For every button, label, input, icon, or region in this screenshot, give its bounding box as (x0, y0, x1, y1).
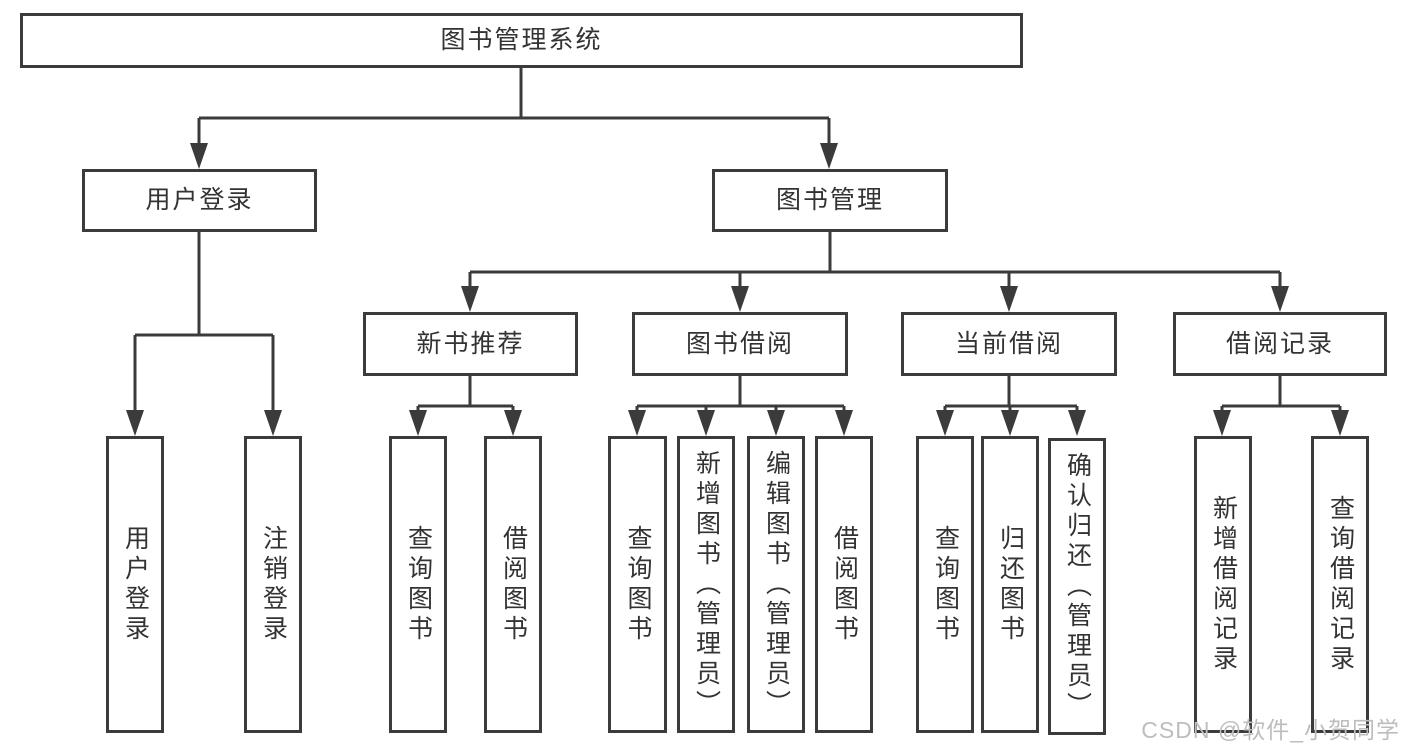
leaf-query-books-recommend-label: 查询图书 (404, 524, 433, 645)
node-book-management-label: 图书管理 (775, 186, 884, 214)
arrowheads (126, 143, 1349, 436)
leaf-query-books-borrow: 查询图书 (608, 436, 667, 733)
leaf-return-books: 归还图书 (981, 436, 1039, 733)
leaf-borrow-books-recommend: 借阅图书 (484, 436, 542, 733)
node-user-login-label: 用户登录 (145, 186, 254, 214)
node-root: 图书管理系统 (20, 13, 1023, 68)
leaf-logout: 注销登录 (244, 436, 302, 733)
node-borrowing-records: 借阅记录 (1173, 312, 1387, 376)
node-book-management: 图书管理 (712, 169, 948, 232)
node-new-book-recommend: 新书推荐 (363, 312, 578, 376)
leaf-query-books-current-label: 查询图书 (931, 524, 960, 645)
leaf-confirm-return-admin: 确认归还（管理员） (1048, 438, 1106, 735)
leaf-edit-book-admin: 编辑图书（管理员） (747, 436, 805, 733)
leaf-user-login-label: 用户登录 (121, 524, 150, 645)
leaf-edit-book-admin-label: 编辑图书（管理员） (762, 449, 791, 720)
leaf-query-books-current: 查询图书 (916, 436, 974, 733)
leaf-add-book-admin-label: 新增图书（管理员） (692, 449, 721, 720)
csdn-watermark: CSDN @软件_小贺同学 (1141, 717, 1400, 743)
node-root-label: 图书管理系统 (440, 26, 603, 54)
node-borrowing-records-label: 借阅记录 (1225, 329, 1334, 358)
leaf-borrow-books-borrow: 借阅图书 (815, 436, 873, 733)
leaf-confirm-return-admin-label: 确认归还（管理员） (1063, 451, 1092, 722)
node-book-borrowing-label: 图书借阅 (685, 329, 794, 358)
leaf-borrow-books-recommend-label: 借阅图书 (499, 524, 528, 645)
leaf-add-borrow-record: 新增借阅记录 (1194, 436, 1252, 733)
tree-edges (133, 68, 1342, 411)
leaf-query-borrow-record: 查询借阅记录 (1311, 436, 1369, 733)
node-user-login: 用户登录 (82, 169, 317, 232)
leaf-user-login: 用户登录 (106, 436, 164, 733)
leaf-query-borrow-record-label: 查询借阅记录 (1326, 494, 1355, 675)
leaf-query-books-recommend: 查询图书 (389, 436, 447, 733)
leaf-add-borrow-record-label: 新增借阅记录 (1209, 494, 1238, 675)
node-book-borrowing: 图书借阅 (632, 312, 848, 376)
leaf-return-books-label: 归还图书 (996, 524, 1025, 645)
leaf-borrow-books-borrow-label: 借阅图书 (830, 524, 859, 645)
node-new-book-recommend-label: 新书推荐 (416, 329, 525, 358)
leaf-query-books-borrow-label: 查询图书 (624, 524, 652, 645)
node-current-borrowing: 当前借阅 (901, 312, 1117, 376)
leaf-add-book-admin: 新增图书（管理员） (677, 436, 735, 733)
leaf-logout-label: 注销登录 (259, 524, 288, 645)
node-current-borrowing-label: 当前借阅 (954, 329, 1063, 358)
